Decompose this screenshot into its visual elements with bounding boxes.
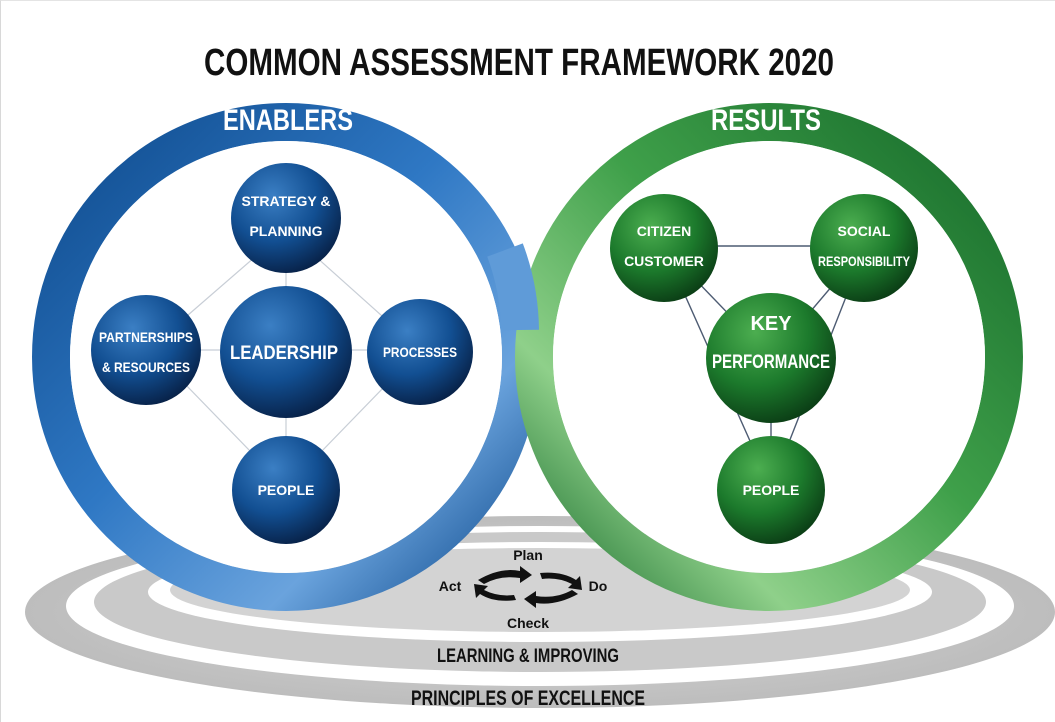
node-social-responsibility: SOCIAL RESPONSIBILITY [810,194,918,302]
results-people-label: PEOPLE [743,482,800,498]
leadership-label: LEADERSHIP [230,343,338,364]
partnerships-label-line1: PARTNERSHIPS [99,329,193,345]
enablers-people-label: PEOPLE [258,482,315,498]
pdca-cycle: Plan Do Check Act [439,547,608,631]
partnerships-label-line2: & RESOURCES [102,359,190,375]
processes-label: PROCESSES [383,344,457,360]
node-citizen-customer: CITIZEN CUSTOMER [610,194,718,302]
key-performance-label-line1: KEY [750,313,792,335]
enablers-heading: ENABLERS [223,104,353,137]
pdca-plan-label: Plan [513,547,543,563]
node-partnerships-resources: PARTNERSHIPS & RESOURCES [91,295,201,405]
principles-excellence-label: PRINCIPLES OF EXCELLENCE [411,687,645,710]
key-performance-label-line2: PERFORMANCE [712,352,830,373]
social-label-line2: RESPONSIBILITY [818,253,911,269]
node-key-performance: KEY PERFORMANCE [706,293,836,423]
node-enablers-people: PEOPLE [232,436,340,544]
node-results-people: PEOPLE [717,436,825,544]
pdca-arrows-icon [474,566,582,608]
pdca-do-label: Do [589,578,608,594]
citizen-label-line2: CUSTOMER [624,253,704,269]
page-title: COMMON ASSESSMENT FRAMEWORK 2020 [204,42,834,84]
pdca-act-label: Act [439,578,462,594]
ring-overlap [487,243,539,331]
node-processes: PROCESSES [367,299,473,405]
citizen-label-line1: CITIZEN [637,223,691,239]
pdca-check-label: Check [507,615,549,631]
social-label-line1: SOCIAL [838,223,891,239]
node-strategy-planning: STRATEGY & PLANNING [231,163,341,273]
results-heading: RESULTS [711,104,821,137]
strategy-label-line2: PLANNING [249,223,322,239]
learning-improving-label: LEARNING & IMPROVING [437,646,619,667]
node-leadership: LEADERSHIP [220,286,352,418]
strategy-label-line1: STRATEGY & [242,193,331,209]
